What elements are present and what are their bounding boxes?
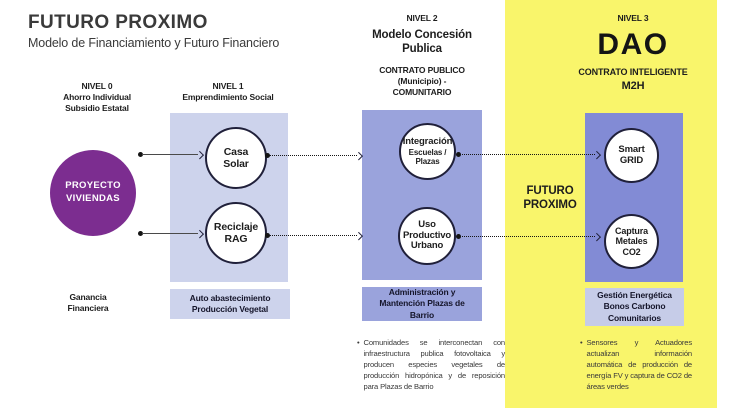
integracion-sub: Escuelas / Plazas bbox=[408, 147, 447, 166]
nivel2-footer-box: Administración y Mantención Plazas de Ba… bbox=[362, 287, 482, 321]
arrow-line bbox=[460, 154, 595, 155]
arrowhead-icon bbox=[195, 150, 204, 159]
arrow-dot bbox=[265, 233, 270, 238]
dao-title: DAO bbox=[597, 28, 669, 62]
arrow-dot bbox=[456, 234, 461, 239]
nivel1-footer-label: Auto abastecimiento Producción Vegetal bbox=[189, 292, 271, 314]
uso-productivo-label: Uso Productivo Urbano bbox=[402, 218, 452, 252]
arrowhead-icon bbox=[354, 231, 363, 240]
arrow-proyecto-to-reciclaje bbox=[138, 229, 204, 238]
nivel2-label: NIVEL 2 bbox=[406, 13, 438, 23]
arrow-proyecto-to-casa-solar bbox=[138, 150, 204, 159]
arrow-uso-to-captura bbox=[456, 232, 601, 241]
nivel3-header: NIVEL 3 DAO CONTRATO INTELIGENTE M2H bbox=[558, 13, 708, 93]
nivel3-footer-label: Gestión Energética Bonos Carbono Comunit… bbox=[597, 290, 672, 323]
arrow-casa-solar-to-integracion bbox=[265, 151, 363, 160]
uso-productivo-node: Uso Productivo Urbano bbox=[398, 207, 456, 265]
nivel1-header: NIVEL 1 Emprendimiento Social bbox=[168, 81, 288, 103]
arrowhead-icon bbox=[592, 150, 601, 159]
captura-metales-node: Captura Metales CO2 bbox=[604, 214, 659, 269]
nivel3-contract-sub: M2H bbox=[621, 79, 645, 92]
nivel0-label: NIVEL 0 bbox=[81, 81, 113, 91]
casa-solar-node: Casa Solar bbox=[205, 127, 267, 189]
bullet-icon: • bbox=[357, 338, 360, 347]
nivel2-footer-label: Administración y Mantención Plazas de Ba… bbox=[379, 287, 465, 320]
arrow-line bbox=[142, 154, 198, 155]
proyecto-viviendas-node: PROYECTO VIVIENDAS bbox=[50, 150, 136, 236]
arrowhead-icon bbox=[195, 229, 204, 238]
arrow-line bbox=[142, 233, 198, 234]
page-subtitle: Modelo de Financiamiento y Futuro Financ… bbox=[28, 36, 280, 50]
arrow-reciclaje-to-uso bbox=[265, 231, 363, 240]
arrow-integracion-to-smart-grid bbox=[456, 150, 601, 159]
futuro-proximo-label: FUTURO PROXIMO bbox=[523, 185, 577, 212]
nivel2-bullet-item: • Comunidades se interconectan con infra… bbox=[357, 337, 505, 392]
nivel1-sublabel: Emprendimiento Social bbox=[182, 92, 274, 103]
arrow-dot bbox=[138, 152, 143, 157]
arrow-line bbox=[460, 236, 595, 237]
integracion-node: Integración Escuelas / Plazas bbox=[399, 123, 456, 180]
nivel2-contract-label: CONTRATO PUBLICO (Municipio) - COMUNITAR… bbox=[379, 64, 465, 97]
nivel3-contract-label: CONTRATO INTELIGENTE bbox=[578, 67, 688, 78]
nivel0-sublabel: Ahorro Individual Subsidio Estatal bbox=[63, 92, 131, 113]
smart-grid-node: Smart GRID bbox=[604, 128, 659, 183]
nivel0-footer: Ganancia Financiera bbox=[67, 292, 109, 314]
nivel2-header: NIVEL 2 Modelo Concesión Publica CONTRAT… bbox=[347, 13, 497, 98]
reciclaje-rag-label: Reciclaje RAG bbox=[213, 220, 259, 245]
arrowhead-icon bbox=[592, 232, 601, 241]
casa-solar-label: Casa Solar bbox=[223, 145, 249, 170]
arrow-dot bbox=[138, 231, 143, 236]
integracion-title: Integración bbox=[402, 135, 453, 147]
nivel2-bullet-text: Comunidades se interconectan con infraes… bbox=[363, 338, 506, 391]
nivel3-bullet-text: Sensores y Actuadores actualizan informa… bbox=[586, 338, 693, 391]
arrow-dot bbox=[456, 152, 461, 157]
nivel3-footer-box: Gestión Energética Bonos Carbono Comunit… bbox=[585, 288, 684, 326]
reciclaje-rag-node: Reciclaje RAG bbox=[205, 202, 267, 264]
bullet-icon: • bbox=[580, 338, 583, 347]
nivel1-footer-box: Auto abastecimiento Producción Vegetal bbox=[170, 289, 290, 319]
arrow-line bbox=[269, 155, 357, 156]
smart-grid-label: Smart GRID bbox=[618, 143, 645, 166]
arrow-dot bbox=[265, 153, 270, 158]
captura-metales-label: Captura Metales CO2 bbox=[615, 225, 648, 257]
nivel0-header: NIVEL 0 Ahorro Individual Subsidio Estat… bbox=[37, 81, 157, 113]
nivel3-label: NIVEL 3 bbox=[617, 13, 649, 23]
nivel1-label: NIVEL 1 bbox=[212, 81, 244, 91]
arrowhead-icon bbox=[354, 151, 363, 160]
nivel3-bullet-item: • Sensores y Actuadores actualizan infor… bbox=[580, 337, 692, 392]
nivel2-sublabel: Modelo Concesión Publica bbox=[372, 29, 472, 55]
arrow-line bbox=[269, 235, 357, 236]
page-title: FUTURO PROXIMO bbox=[28, 12, 208, 33]
